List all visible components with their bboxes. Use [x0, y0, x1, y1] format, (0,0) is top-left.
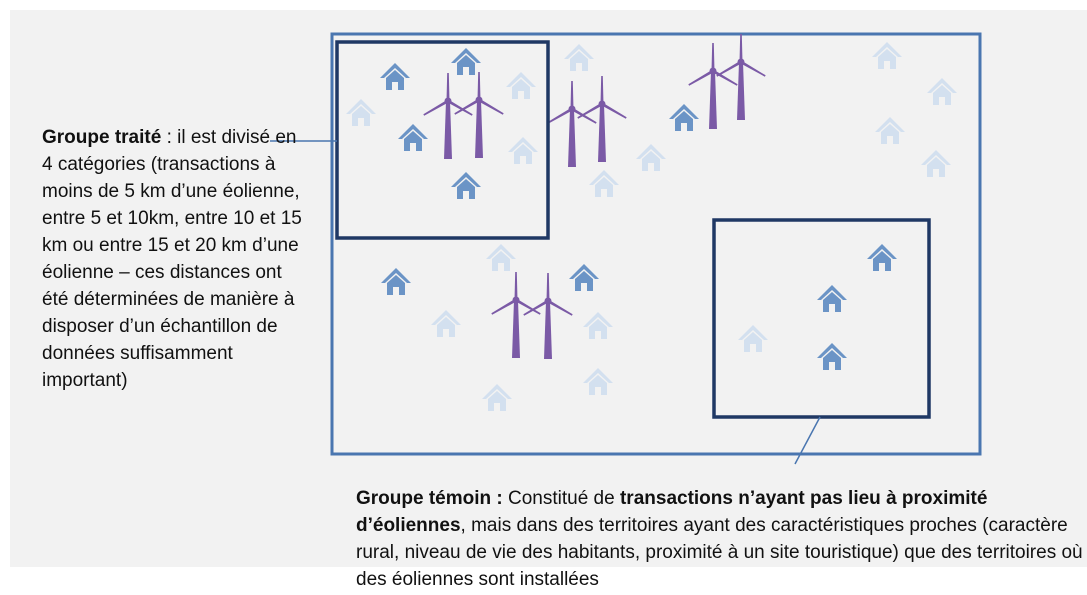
house-icon	[380, 63, 410, 90]
control-group-title: Groupe témoin :	[356, 488, 503, 509]
house-icon	[506, 72, 536, 99]
control-group-box	[712, 218, 931, 419]
house-icon	[451, 48, 481, 75]
treated-group-box	[335, 40, 550, 240]
control-group-caption: Groupe témoin : Constitué de transaction…	[356, 485, 1087, 593]
control-group-text-2: , mais dans des territoires ayant des ca…	[356, 515, 1083, 590]
house-icon	[872, 42, 902, 69]
wind-turbine-icon	[577, 76, 627, 162]
house-icon	[451, 172, 481, 199]
wind-turbine-icon	[454, 72, 504, 158]
house-icon	[486, 244, 516, 271]
house-icon	[583, 312, 613, 339]
control-group-text-1: Constitué de	[502, 488, 620, 509]
house-icon	[921, 150, 951, 177]
control-connector	[794, 416, 821, 465]
wind-turbine-icon	[547, 81, 597, 167]
treated-group-title: Groupe traité	[42, 127, 162, 148]
wind-turbine-icon	[491, 272, 541, 358]
control-group-emphasis: transactions n’ayant pas lieu à proximit…	[356, 488, 988, 536]
house-icon	[867, 244, 897, 271]
house-icon	[346, 99, 376, 126]
house-icon	[875, 117, 905, 144]
house-icon	[817, 285, 847, 312]
house-icon	[381, 268, 411, 295]
house-icon	[927, 78, 957, 105]
treated-group-caption: Groupe traité : il est divisé en 4 catég…	[42, 124, 307, 394]
house-icon	[669, 104, 699, 131]
house-icon	[817, 343, 847, 370]
house-icon	[569, 264, 599, 291]
wind-turbine-icon	[523, 273, 573, 359]
house-icon	[564, 44, 594, 71]
house-icon	[398, 124, 428, 151]
treated-group-description: : il est divisé en 4 catégories (transac…	[42, 127, 302, 391]
house-icon	[508, 137, 538, 164]
house-icon	[738, 325, 768, 352]
house-icon	[636, 144, 666, 171]
house-icon	[482, 384, 512, 411]
house-icon	[431, 310, 461, 337]
house-icon	[589, 170, 619, 197]
wind-turbine-icon	[423, 73, 473, 159]
study-area-frame	[330, 32, 982, 456]
house-icon	[583, 368, 613, 395]
faint-houses	[346, 42, 957, 411]
